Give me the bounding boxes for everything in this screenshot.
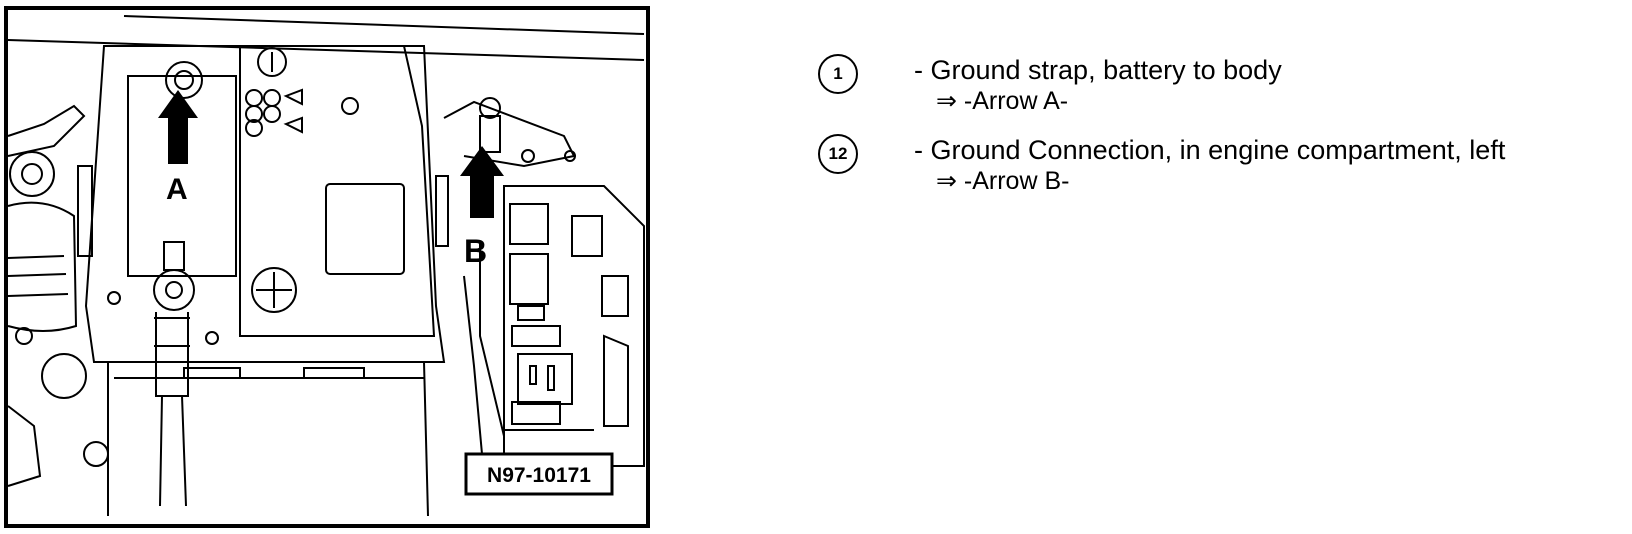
label-b: B (464, 233, 487, 269)
callout-number: 1 (818, 54, 858, 94)
engine-bay-linework (7, 15, 645, 517)
label-a: A (166, 173, 188, 206)
arrow-a (158, 90, 198, 164)
callout-number: 12 (818, 134, 858, 174)
legend-description: - Ground strap, battery to body (914, 55, 1282, 85)
legend: 1 - Ground strap, battery to body ⇒ -Arr… (818, 52, 1608, 212)
illustration-panel: A B N97-10171 (4, 6, 650, 528)
legend-arrow-reference: ⇒ -Arrow B- (936, 167, 1070, 195)
legend-arrow-reference: ⇒ -Arrow A- (936, 87, 1069, 115)
legend-item: 12 - Ground Connection, in engine compar… (818, 132, 1608, 212)
figure-id-box (464, 452, 614, 496)
arrow-b (460, 146, 504, 218)
figure-id: N97-10171 (487, 464, 591, 487)
legend-description: - Ground Connection, in engine compartme… (914, 135, 1506, 165)
battery-ground-illustration: A B N97-10171 (4, 6, 650, 528)
legend-item: 1 - Ground strap, battery to body ⇒ -Arr… (818, 52, 1608, 132)
